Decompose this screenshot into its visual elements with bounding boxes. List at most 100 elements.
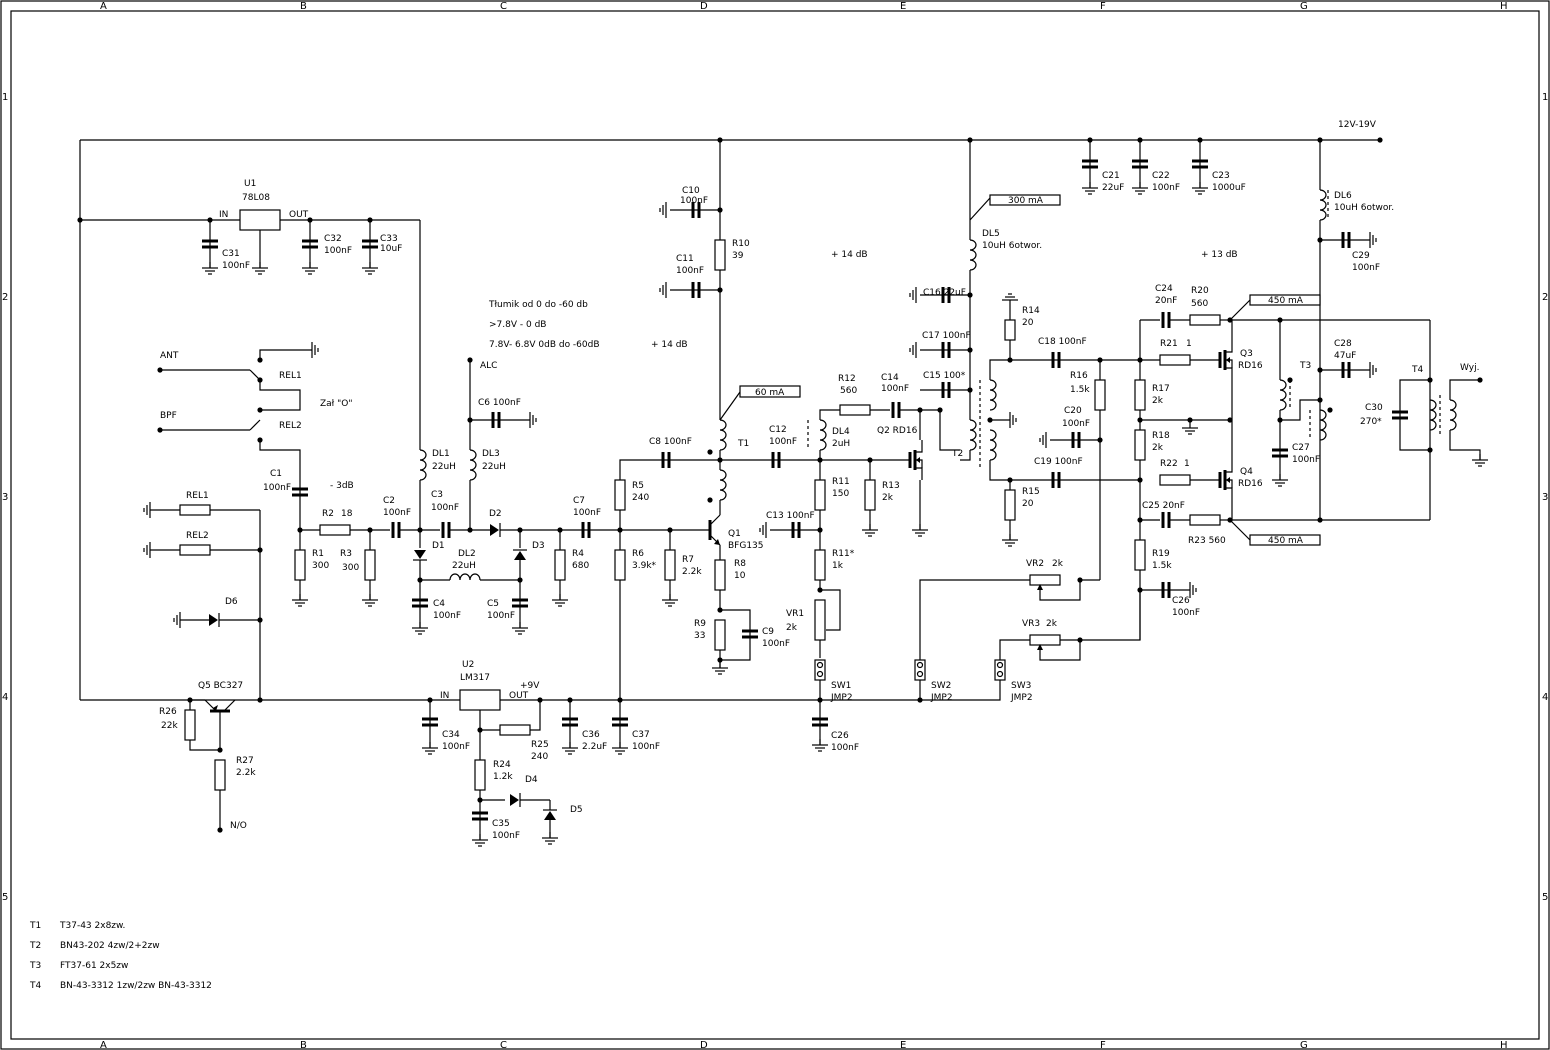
inductor — [969, 419, 977, 451]
value-c32: 100nF — [324, 246, 352, 256]
ref-r8: R8 — [734, 559, 746, 569]
ref-r25: R25 — [531, 740, 549, 750]
junction-dot — [1317, 237, 1323, 243]
grid-row-label: 2 — [1542, 292, 1548, 303]
ref-c34: C34 — [442, 730, 460, 740]
value-c36: 2.2uF — [582, 742, 607, 752]
ref-dl1: DL1 — [432, 449, 450, 459]
resistor — [1159, 474, 1191, 486]
ref-r2: R2 — [322, 509, 334, 519]
wire — [259, 380, 301, 411]
junction-dot — [817, 697, 823, 703]
inductor — [1449, 399, 1457, 431]
value-r4: 680 — [572, 561, 589, 571]
junction-dot — [717, 607, 723, 613]
junction-dot — [257, 697, 263, 703]
resistor — [474, 759, 486, 791]
u2-in: IN — [440, 691, 449, 701]
jumper-pin — [916, 661, 924, 669]
junction-dot — [427, 697, 433, 703]
grid-col-label: B — [300, 1040, 307, 1050]
junction-dot — [1137, 357, 1143, 363]
ref-c20: C20 — [1064, 406, 1082, 416]
value-r16: 1.5k — [1070, 385, 1090, 395]
grid-row-label: 1 — [1542, 92, 1548, 103]
ref-c26b: C26 — [831, 731, 849, 741]
ref-c28: C28 — [1334, 339, 1352, 349]
inductor — [1319, 409, 1327, 441]
grid-row-label: 4 — [1542, 692, 1548, 703]
wire — [1225, 460, 1233, 473]
junction-dot — [967, 347, 973, 353]
ref-t4: T4 — [1411, 365, 1423, 375]
value-c12: 100nF — [769, 437, 797, 447]
resistor — [1159, 354, 1191, 366]
junction-dot — [617, 697, 623, 703]
grid-col-label: H — [1500, 1, 1508, 12]
value-c31: 100nF — [222, 261, 250, 271]
grid-col-label: D — [700, 1, 708, 12]
port-ant: ANT — [160, 351, 179, 361]
ref-d1: D1 — [432, 541, 445, 551]
labels: C31100nFC32100nFC3310uFC2122uFC22100nFC2… — [159, 171, 1423, 841]
ref-vr3: VR3 — [1022, 619, 1040, 629]
resistor — [184, 709, 196, 741]
wire — [919, 409, 960, 451]
wire — [819, 409, 840, 420]
diode-icon — [514, 551, 526, 560]
junction-dot — [417, 527, 423, 533]
inductor — [819, 419, 827, 451]
ref-r24: R24 — [493, 760, 511, 770]
junction-dot — [1097, 357, 1103, 363]
inductor — [469, 449, 477, 481]
wires — [79, 139, 1481, 840]
value-r15: 20 — [1022, 499, 1034, 509]
ref-c29: C29 — [1352, 251, 1370, 261]
current-tag-dl5: 300 mA — [969, 194, 1061, 221]
value-r7: 2.2k — [682, 567, 702, 577]
ref-dl2: DL2 — [458, 549, 476, 559]
jumper-pin — [816, 670, 824, 678]
wire — [1449, 430, 1481, 460]
attenuator-line2: 7.8V- 6.8V 0dB do -60dB — [489, 340, 600, 350]
junction-dot — [1097, 437, 1103, 443]
ref-r20: R20 — [1191, 286, 1209, 296]
inductor — [1319, 189, 1327, 221]
junction-dot — [1277, 317, 1283, 323]
value-c26b: 100nF — [831, 743, 859, 753]
wire — [224, 699, 236, 711]
wire — [1449, 379, 1480, 400]
mosfet-arrow — [916, 457, 920, 463]
value-c14: 100nF — [881, 384, 909, 394]
wire — [960, 450, 971, 461]
ref-d2: D2 — [489, 509, 502, 519]
junction-dot — [707, 497, 713, 503]
port-bpf: BPF — [160, 411, 177, 421]
junction-dot — [257, 407, 263, 413]
rel1-coil-label: REL1 — [186, 491, 209, 501]
junction-dot — [1317, 367, 1323, 373]
ref-sw1: SW1 — [831, 681, 851, 691]
grid-row-label: 3 — [1542, 492, 1548, 503]
value-c28: 47uF — [1334, 351, 1356, 361]
value-r19: 1.5k — [1152, 561, 1172, 571]
resistor — [1094, 379, 1106, 411]
value-vr1: 2k — [786, 623, 798, 633]
value-r2: 18 — [341, 509, 353, 519]
junction-dot — [1477, 377, 1483, 383]
ref-c7: C7 — [573, 496, 585, 506]
ref-c23: C23 — [1212, 171, 1230, 181]
resistor — [499, 724, 531, 736]
mosfet-arrow — [1226, 357, 1230, 363]
value-r6: 3.9k* — [632, 561, 657, 571]
wire — [915, 440, 923, 453]
attenuator-line1: >7.8V - 0 dB — [489, 320, 546, 330]
junction-dot — [937, 407, 943, 413]
junction-dot — [1317, 137, 1323, 143]
wire — [1399, 379, 1430, 451]
ref-r10: R10 — [732, 239, 750, 249]
value-dl1: 22uH — [432, 462, 456, 472]
grid-col-label: H — [1500, 1040, 1508, 1050]
